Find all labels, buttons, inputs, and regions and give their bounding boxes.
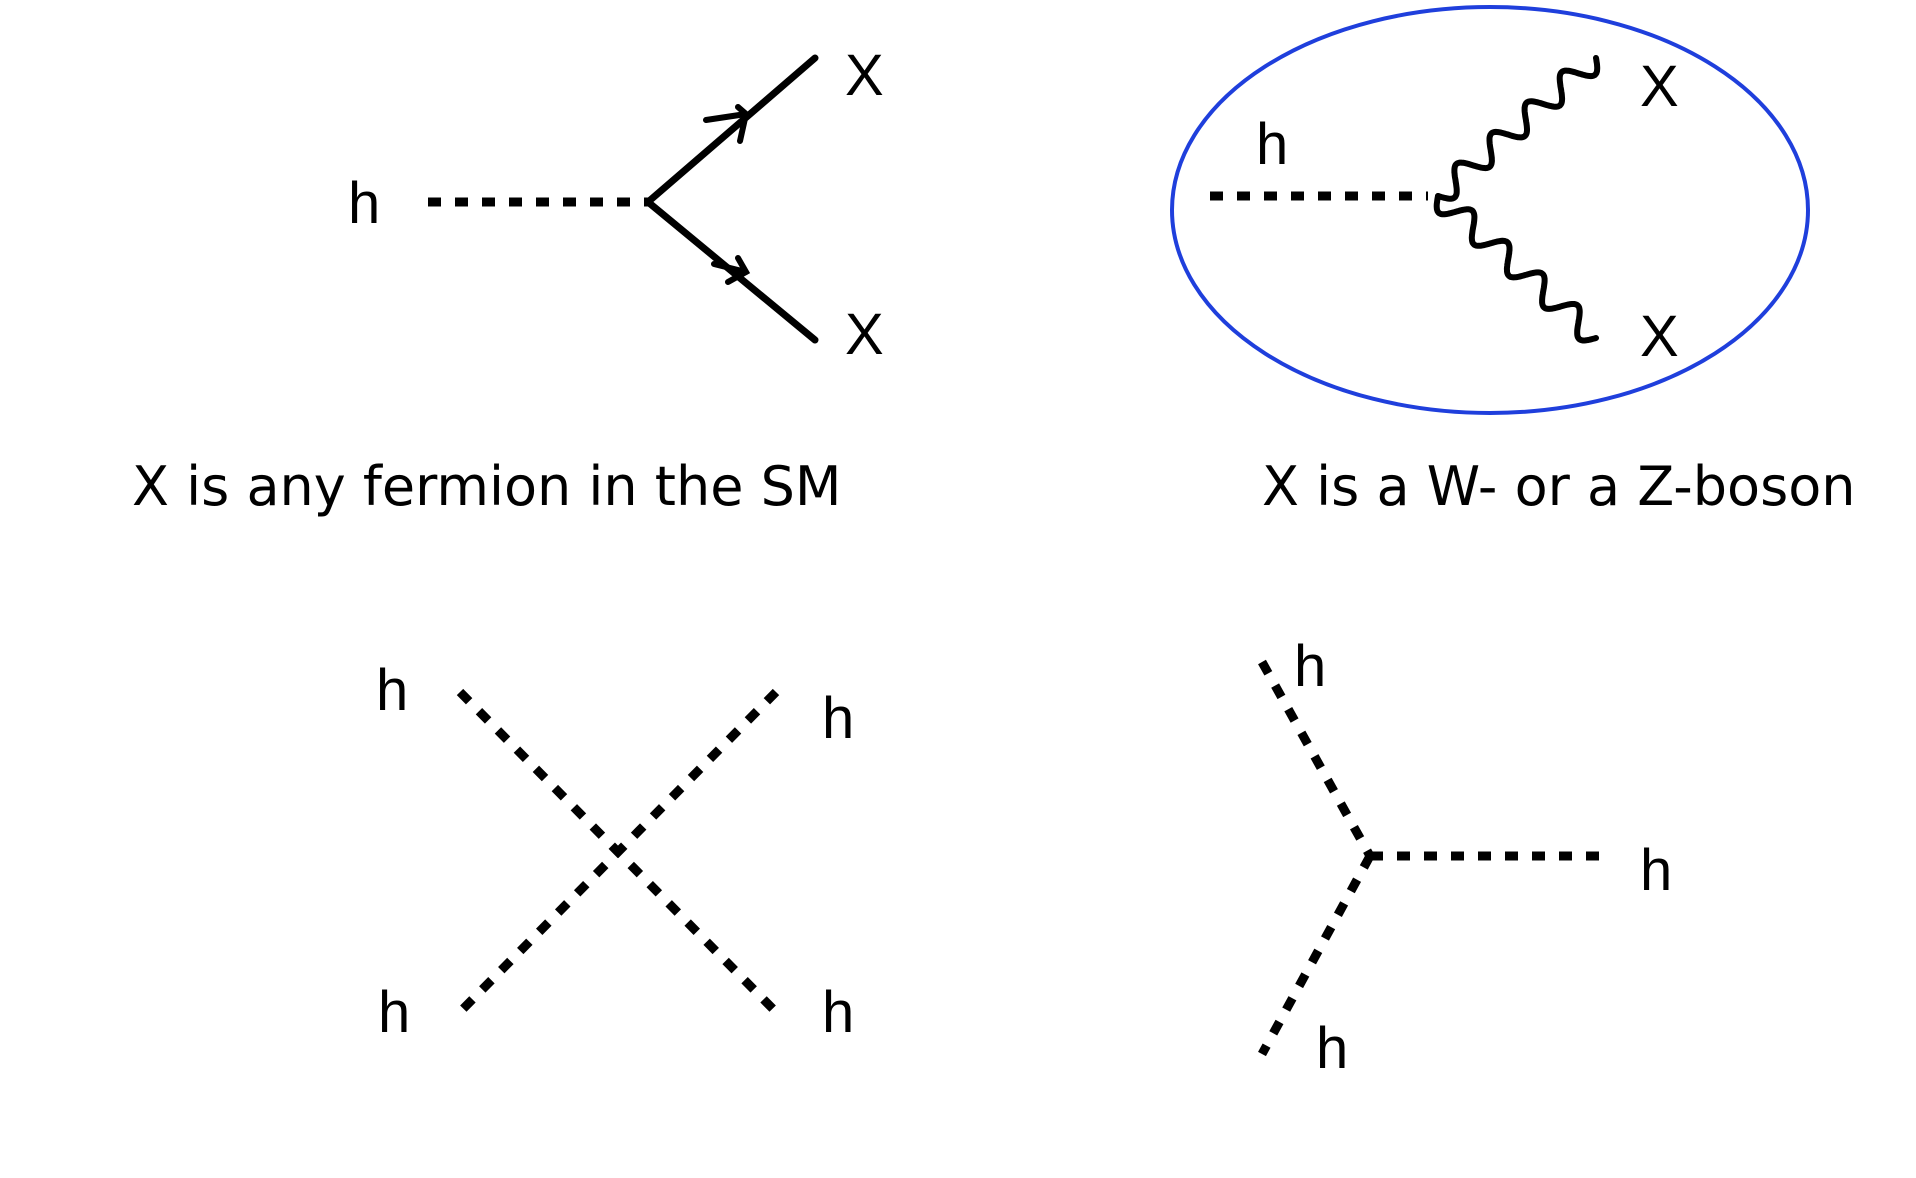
fermion-arrow-bottom	[711, 255, 751, 285]
higgs-line-upper	[1258, 659, 1374, 859]
cubic-bottom-label: h	[1316, 1016, 1348, 1081]
fermion-caption: X is any fermion in the SM	[132, 455, 841, 518]
higgs-line-diagonal-up	[456, 688, 780, 1016]
boson-incoming-label: h	[1256, 112, 1288, 177]
fermion-outgoing-top-label: X	[845, 43, 884, 108]
boson-vertex-diagram: h X X X is a W- or a Z-boson	[1170, 5, 1855, 518]
quartic-bottom-right-label: h	[822, 980, 854, 1045]
quartic-top-left-label: h	[376, 658, 408, 723]
fermion-incoming-label: h	[348, 171, 380, 236]
fermion-arrow-top	[703, 104, 750, 144]
boson-outgoing-bottom-label: X	[1640, 304, 1679, 369]
boson-line-top	[1435, 55, 1601, 202]
cubic-vertex-diagram: h h h	[1258, 634, 1672, 1081]
boson-line-bottom	[1433, 193, 1599, 344]
quartic-top-right-label: h	[822, 686, 854, 751]
boson-outgoing-top-label: X	[1640, 54, 1679, 119]
fermion-lines	[644, 54, 819, 344]
cubic-right-label: h	[1640, 838, 1672, 903]
cubic-top-label: h	[1294, 634, 1326, 699]
higgs-line-lower	[1258, 853, 1374, 1057]
highlight-ellipse	[1170, 5, 1810, 415]
quartic-bottom-left-label: h	[378, 980, 410, 1045]
boson-caption: X is a W- or a Z-boson	[1262, 455, 1855, 518]
fermion-outgoing-bottom-label: X	[845, 302, 884, 367]
fermion-vertex-diagram: h X X X is any fermion in the SM	[132, 43, 884, 518]
quartic-vertex-diagram: h h h h	[376, 658, 854, 1045]
